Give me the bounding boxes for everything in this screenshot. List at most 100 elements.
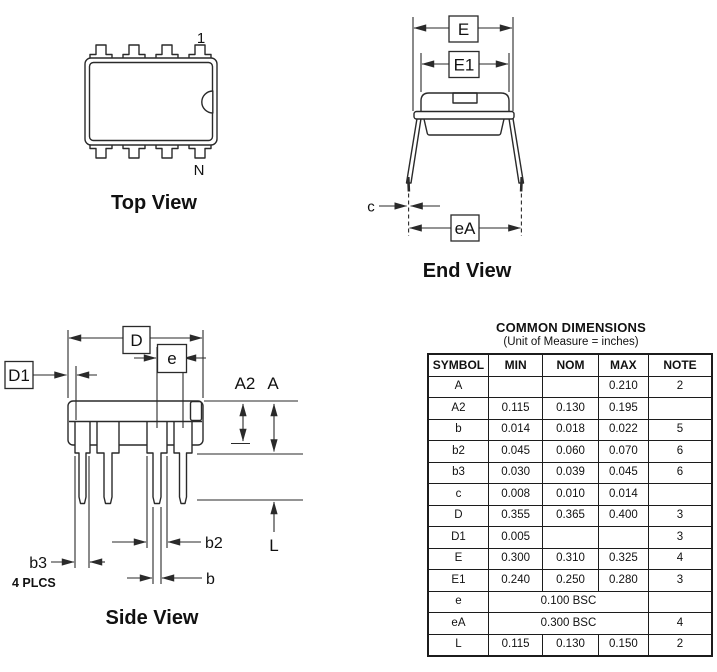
cell-max: 0.014 (597, 483, 650, 506)
side-view-title: Side View (105, 607, 198, 629)
dimension-D: D (67, 325, 204, 398)
cell-min: 0.115 (487, 633, 544, 657)
label-box (156, 343, 188, 374)
dim-label-E: E (458, 20, 469, 39)
cell-symbol: E (427, 547, 489, 570)
dimension-D1: D1 (4, 360, 97, 420)
cell-max: 0.070 (597, 440, 650, 463)
label-box (122, 325, 151, 355)
cell-max (597, 526, 650, 549)
lead-3 (146, 421, 168, 505)
lead-left-tip (407, 176, 411, 192)
table-title: COMMON DIMENSIONS (495, 320, 646, 335)
col-header-min: MIN (487, 353, 544, 377)
dim-label-4plcs: 4 PLCS (12, 576, 56, 590)
cell-max: 0.150 (597, 633, 650, 657)
pin1-number-label: 1 (197, 30, 205, 47)
cell-note: 3 (648, 569, 713, 592)
cell-max: 0.022 (597, 418, 650, 441)
label-box (450, 214, 480, 242)
cell-note (648, 397, 713, 420)
lead-1 (74, 421, 91, 505)
cell-symbol: eA (427, 612, 489, 635)
dimension-L: L (197, 499, 303, 555)
cell-max: 0.400 (597, 504, 650, 527)
cell-min: 0.045 (487, 440, 544, 463)
cell-bsc-span: 0.300 BSC (487, 612, 650, 635)
lead-left (405, 117, 422, 184)
dim-label-b3: b3 (29, 555, 47, 572)
cell-note: 4 (648, 547, 713, 570)
cell-note: 2 (648, 633, 713, 657)
pin-bottom-4 (188, 145, 212, 159)
col-header-symbol: SYMBOL (427, 353, 489, 377)
cell-note: 5 (648, 418, 713, 441)
body-corner-notch (189, 400, 203, 422)
cell-max: 0.280 (597, 569, 650, 592)
common-dimensions-section: COMMON DIMENSIONS (Unit of Measure = inc… (427, 320, 715, 657)
cell-nom: 0.365 (542, 504, 599, 527)
lead-2 (96, 421, 120, 505)
cell-note: 6 (648, 440, 713, 463)
cell-symbol: D1 (427, 526, 489, 549)
table-subtitle: (Unit of Measure = inches) (503, 336, 639, 348)
dimension-E: E (412, 15, 514, 111)
dim-label-L: L (269, 536, 278, 555)
end-view: E E1 c (367, 15, 525, 282)
dimension-eA: eA (409, 214, 521, 242)
cell-note: 3 (648, 526, 713, 549)
pin-bottom-2 (122, 145, 146, 159)
top-view-title: Top View (111, 192, 197, 214)
body-top-notch (452, 92, 478, 104)
cell-min: 0.005 (487, 526, 544, 549)
cell-nom: 0.130 (542, 397, 599, 420)
cell-nom: 0.060 (542, 440, 599, 463)
cell-symbol: A2 (427, 397, 489, 420)
cell-symbol: A (427, 375, 489, 398)
cell-nom: 0.250 (542, 569, 599, 592)
pin1-orientation-notch (201, 90, 214, 114)
dimension-E1: E1 (420, 50, 510, 92)
cell-max: 0.210 (597, 375, 650, 398)
cell-note: 6 (648, 461, 713, 484)
pinN-number-label: N (194, 162, 205, 179)
lead-4 (173, 421, 193, 505)
cell-max: 0.325 (597, 547, 650, 570)
cell-nom (542, 375, 599, 398)
dim-label-A2: A2 (235, 374, 256, 393)
body-lower-section (423, 118, 505, 136)
cell-max: 0.045 (597, 461, 650, 484)
cell-min: 0.008 (487, 483, 544, 506)
cell-max: 0.195 (597, 397, 650, 420)
col-header-nom: NOM (542, 353, 599, 377)
cell-symbol: b2 (427, 440, 489, 463)
dim-label-A: A (267, 374, 279, 393)
dimension-A2-A: A2 A (197, 374, 303, 455)
pin-top-1 (89, 44, 113, 58)
cell-note: 2 (648, 375, 713, 398)
dimension-c: c (367, 199, 440, 216)
cell-note (648, 483, 713, 506)
cell-min: 0.240 (487, 569, 544, 592)
cell-nom: 0.310 (542, 547, 599, 570)
cell-nom: 0.130 (542, 633, 599, 657)
pin-top-3 (155, 44, 179, 58)
cell-min (487, 375, 544, 398)
pin-top-4 (188, 44, 212, 58)
end-view-title: End View (423, 260, 512, 282)
cell-symbol: D (427, 504, 489, 527)
cell-min: 0.355 (487, 504, 544, 527)
dim-label-e: e (167, 349, 176, 368)
dim-label-b: b (206, 571, 215, 588)
